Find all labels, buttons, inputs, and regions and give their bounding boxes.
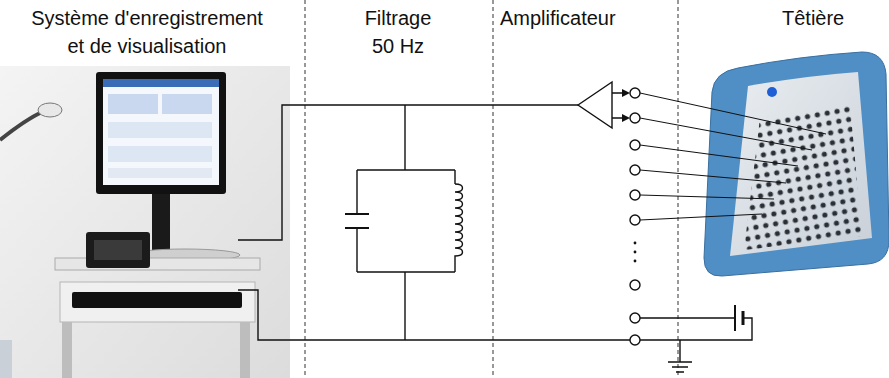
column-heading: Têtière xyxy=(782,4,882,32)
signal-wire xyxy=(238,105,578,240)
terminal xyxy=(630,215,640,225)
filter-bottom xyxy=(357,271,455,272)
electrode-holes xyxy=(744,104,862,250)
keyboard xyxy=(72,292,242,308)
battery-plate xyxy=(742,311,745,325)
cart-leg xyxy=(240,322,250,378)
capacitor-symbol xyxy=(345,214,369,228)
terminal xyxy=(630,335,640,345)
dot xyxy=(634,251,637,254)
ground-symbol xyxy=(668,362,692,372)
inductor-symbol xyxy=(455,184,463,258)
lamp-arm xyxy=(0,112,42,140)
ellipsis-dots xyxy=(634,242,637,263)
screen-bar xyxy=(103,79,219,87)
terminal xyxy=(630,313,640,323)
terminal xyxy=(630,140,640,150)
photo-ground xyxy=(0,66,290,378)
dot xyxy=(634,260,637,263)
ground-lead xyxy=(679,340,680,362)
amplifier-box xyxy=(86,232,150,268)
cart-post xyxy=(0,340,12,378)
capacitor-lead xyxy=(356,170,357,272)
separator-line xyxy=(493,0,494,378)
input-arrowhead xyxy=(622,89,630,122)
cart-leg xyxy=(62,322,72,378)
cart-drawer xyxy=(60,282,255,322)
separator-line xyxy=(305,0,306,378)
column-heading: Amplificateur xyxy=(500,4,670,32)
screen-trace xyxy=(108,122,212,138)
status-led xyxy=(767,87,777,97)
separators xyxy=(305,0,678,378)
terminal xyxy=(630,280,640,290)
workstation-picture xyxy=(0,66,290,378)
screen-trace xyxy=(108,168,212,178)
terminal xyxy=(630,88,640,98)
screen-trace xyxy=(108,146,212,162)
amplifier-symbol xyxy=(578,82,612,128)
circuit xyxy=(238,82,826,372)
headset-picture xyxy=(704,52,889,276)
cart-shelf xyxy=(55,258,260,270)
separator-line xyxy=(678,0,679,378)
filter-top xyxy=(357,169,455,170)
ground-wire xyxy=(238,290,630,340)
electrode-wire xyxy=(640,93,826,220)
amplifier-panel xyxy=(94,240,142,260)
headset-face xyxy=(730,72,872,256)
filter-lead xyxy=(404,272,405,340)
monitor-stand xyxy=(152,194,170,252)
headset-case xyxy=(704,52,889,276)
column-heading: Système d'enregistrement et de visualisa… xyxy=(22,4,272,60)
terminal xyxy=(630,113,640,123)
column-heading: Filtrage 50 Hz xyxy=(352,4,444,60)
lamp-head xyxy=(38,103,62,117)
monitor-screen xyxy=(103,79,219,185)
battery-plate xyxy=(734,305,736,331)
screen-trace xyxy=(162,94,212,114)
terminal xyxy=(630,165,640,175)
screen-trace xyxy=(108,94,158,114)
dot xyxy=(634,242,637,245)
filter-lead xyxy=(404,105,405,170)
terminal xyxy=(630,190,640,200)
monitor xyxy=(96,72,226,194)
terminals xyxy=(630,88,640,345)
